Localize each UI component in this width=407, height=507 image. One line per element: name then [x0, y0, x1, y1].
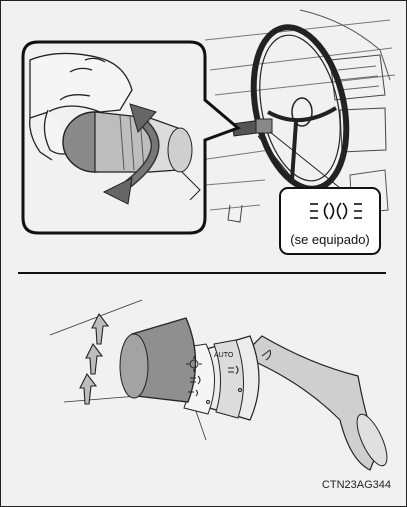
indicator-label: (se equipado)	[282, 232, 378, 247]
auto-position-label: AUTO	[214, 352, 234, 359]
figure-code: CTN23AG344	[322, 479, 391, 491]
steering-wheel	[240, 19, 360, 198]
section-divider	[18, 272, 386, 274]
upward-rotation-arrows-icon	[80, 314, 108, 404]
